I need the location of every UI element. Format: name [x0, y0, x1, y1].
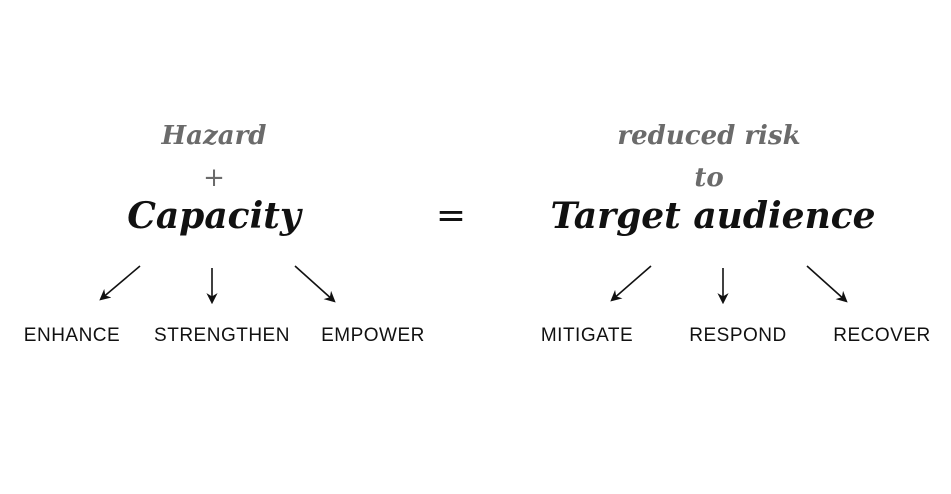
capacity-term: Capacity: [127, 195, 301, 237]
hazard-term: Hazard: [161, 121, 267, 151]
branch-respond: RESPOND: [689, 325, 787, 346]
branch-strengthen: STRENGTHEN: [154, 325, 290, 346]
branch-enhance: ENHANCE: [23, 325, 121, 346]
branch-mitigate: MITIGATE: [540, 325, 634, 346]
reduced-risk-term: reduced risk: [617, 121, 801, 151]
branch-recover: RECOVER: [833, 325, 931, 346]
target-audience-term: Target audience: [550, 195, 876, 237]
equals-sign: =: [435, 195, 467, 236]
branch-empower: EMPOWER: [321, 325, 425, 346]
arrow-enhance: [99, 265, 141, 301]
arrow-empower: [294, 265, 336, 303]
to-connector: to: [694, 163, 724, 193]
arrow-recover: [806, 265, 848, 303]
arrow-mitigate: [610, 265, 652, 302]
plus-operator: +: [203, 163, 225, 193]
